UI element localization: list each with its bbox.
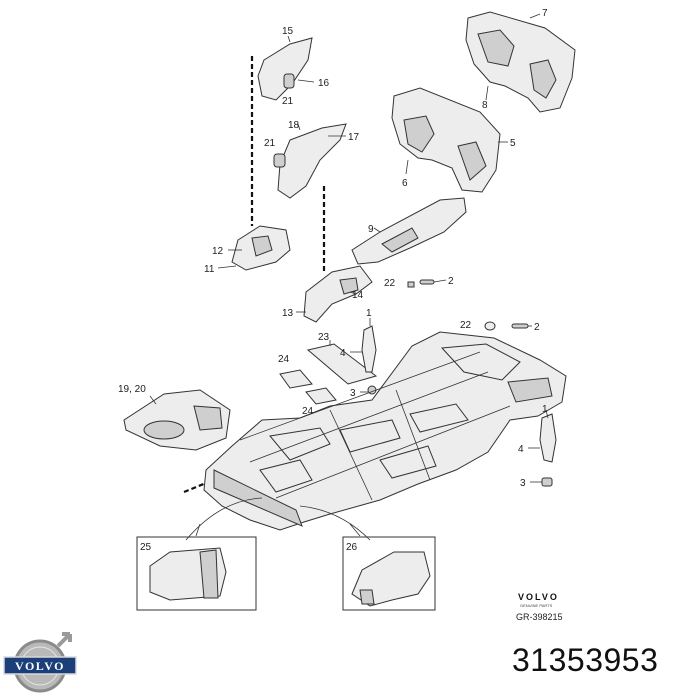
callout-24-lower: 24 [302, 406, 314, 417]
detail-leader-lines [185, 497, 371, 541]
callout-2-upper: 2 [448, 276, 454, 287]
callout-17: 17 [348, 132, 360, 143]
callout-labels: 7 8 5 6 9 15 16 21 18 17 21 12 11 22 2 1… [118, 8, 548, 553]
part-19-20-floor [123, 389, 231, 451]
callout-4-centre: 4 [340, 348, 346, 359]
volvo-logo: VOLVO [3, 632, 77, 693]
callout-21-upper: 21 [282, 96, 294, 107]
part-7-panel [465, 11, 576, 113]
callout-8: 8 [482, 100, 488, 111]
detail-box-26 [342, 523, 436, 611]
callout-2-lower: 2 [534, 322, 540, 333]
callout-1-right: 1 [542, 404, 548, 415]
callout-24-upper: 24 [278, 354, 290, 365]
part-number: 31353953 [512, 642, 659, 678]
callout-13: 13 [282, 308, 294, 319]
callout-4-right: 4 [518, 444, 524, 455]
part-9-member [351, 197, 467, 265]
callout-16: 16 [318, 78, 330, 89]
part-2-22-clips [407, 279, 532, 331]
callout-11: 11 [204, 264, 215, 275]
detail-box-25 [136, 523, 257, 611]
callout-18: 18 [288, 120, 300, 131]
brand-plate-ref: GR-398215 [516, 612, 563, 622]
body-floor-pan [203, 331, 567, 531]
callout-9: 9 [368, 224, 374, 235]
callout-3-right: 3 [520, 478, 526, 489]
part-13-14-bracket [296, 265, 373, 323]
callout-15: 15 [282, 26, 294, 37]
brand-plate-brand: VOLVO [518, 592, 559, 602]
callout-14: 14 [352, 290, 364, 301]
callout-19-20: 19, 20 [118, 384, 146, 395]
callout-26: 26 [346, 542, 358, 553]
callout-25: 25 [140, 542, 152, 553]
callout-5: 5 [510, 138, 516, 149]
callout-22-lower: 22 [460, 320, 472, 331]
part-5-6-panel [391, 87, 508, 193]
part-15-pillar [257, 35, 315, 101]
callout-1-centre: 1 [366, 308, 372, 319]
part-1-3-4-right [528, 409, 557, 487]
callout-23: 23 [318, 332, 330, 343]
part-17-18-bracket [273, 123, 347, 199]
callout-21-lower: 21 [264, 138, 276, 149]
part-23-24-pads [279, 340, 378, 405]
callout-12: 12 [212, 246, 224, 257]
part-11-12-bracket [217, 225, 291, 271]
callout-22-upper: 22 [384, 278, 396, 289]
part-1-3-4-centre [350, 318, 377, 395]
callout-3-centre: 3 [350, 388, 356, 399]
callout-6: 6 [402, 178, 408, 189]
brand-plate-subtitle: GENUINE PARTS [520, 603, 553, 608]
brand-plate: VOLVO GENUINE PARTS GR-398215 [516, 592, 563, 622]
callout-7: 7 [542, 8, 548, 19]
logo-wordmark: VOLVO [15, 659, 65, 673]
